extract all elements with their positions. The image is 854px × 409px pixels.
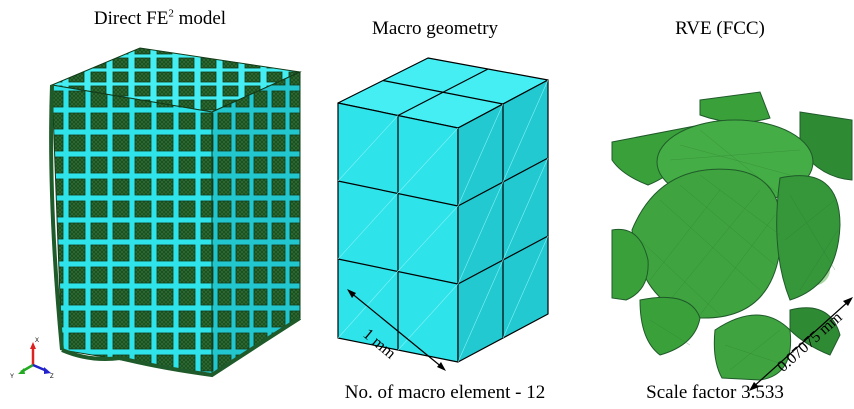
direct-title-superscript: 2 <box>168 7 174 20</box>
macro-element-caption: No. of macro element - 12 <box>344 382 546 403</box>
scale-factor-caption: Scale factor 3.533 <box>646 382 784 403</box>
macro-geometry-title: Macro geometry <box>371 18 499 39</box>
direct-title-suffix: model <box>173 8 227 29</box>
axis-triad: X Y Z <box>10 338 54 380</box>
direct-fe2-title: Direct FE2 model <box>60 8 260 30</box>
axis-y-label: Y <box>10 374 14 380</box>
axis-x-label: X <box>35 338 39 344</box>
axis-z-label: Z <box>50 374 54 380</box>
macro-geometry-model <box>337 57 549 363</box>
rve-fcc-model <box>611 91 853 381</box>
rve-title: RVE (FCC) <box>675 18 765 39</box>
direct-fe2-model <box>49 47 302 378</box>
direct-title-prefix: Direct FE <box>93 8 169 29</box>
